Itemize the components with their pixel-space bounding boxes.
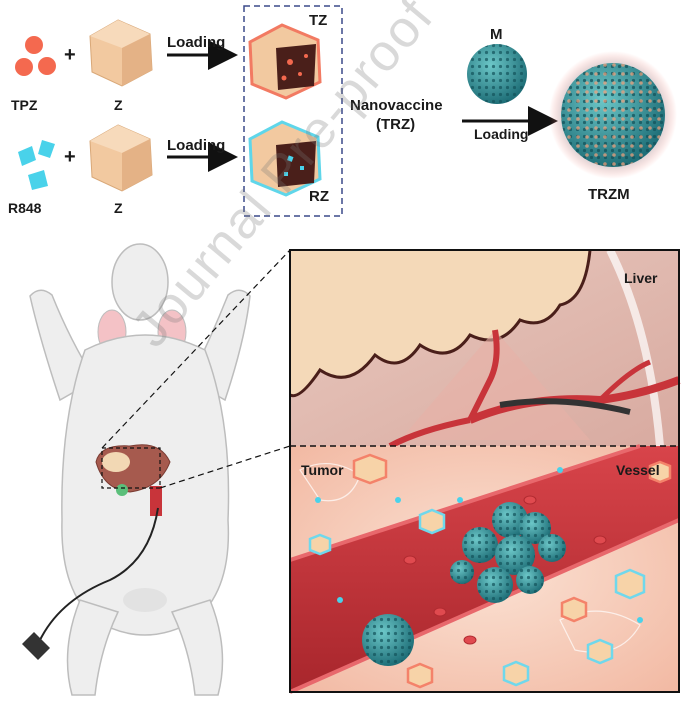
r848-particles bbox=[18, 140, 55, 190]
label-rz: RZ bbox=[309, 188, 329, 205]
tumor-panel bbox=[289, 444, 680, 694]
label-plus-top: + bbox=[64, 44, 76, 66]
label-trzm: TRZM bbox=[588, 186, 630, 203]
label-r848: R848 bbox=[8, 200, 42, 216]
label-nanovaccine: Nanovaccine bbox=[350, 97, 443, 114]
zoom-panel-frame bbox=[289, 249, 680, 693]
zoom-connector-bottom bbox=[159, 445, 291, 489]
label-trz: (TRZ) bbox=[376, 116, 416, 133]
loaded-products-box bbox=[243, 5, 343, 217]
label-liver: Liver bbox=[624, 270, 658, 286]
label-plus-bottom: + bbox=[64, 146, 76, 168]
label-z-top: Z bbox=[114, 97, 123, 113]
label-tumor: Tumor bbox=[301, 462, 344, 478]
label-loading-top: Loading bbox=[167, 34, 226, 51]
z-crystal-top bbox=[89, 19, 153, 87]
label-loading-m: Loading bbox=[474, 126, 529, 142]
zoom-connector-top bbox=[101, 249, 291, 449]
z-crystal-bottom bbox=[89, 124, 153, 192]
zoom-box-liver bbox=[101, 447, 161, 489]
rabbit-illustration bbox=[22, 243, 251, 696]
label-tz: TZ bbox=[309, 12, 328, 29]
label-vessel: Vessel bbox=[616, 462, 660, 478]
trzm-nanovaccine bbox=[549, 51, 677, 179]
rz-crystal bbox=[248, 120, 322, 197]
tpz-particles bbox=[15, 36, 56, 76]
label-loading-bottom: Loading bbox=[167, 137, 226, 154]
label-z-bottom: Z bbox=[114, 200, 123, 216]
m-membrane-sphere bbox=[467, 44, 527, 104]
label-tpz: TPZ bbox=[11, 97, 38, 113]
tz-crystal bbox=[248, 23, 322, 100]
label-m: M bbox=[490, 26, 503, 43]
liver-panel bbox=[289, 248, 681, 449]
